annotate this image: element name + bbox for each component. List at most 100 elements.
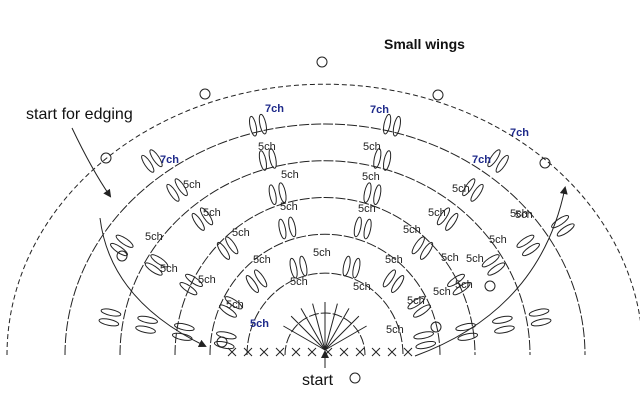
five-chain-label: 5ch — [232, 227, 250, 239]
right-direction-arrow — [414, 186, 568, 357]
cluster-stitch — [447, 273, 471, 296]
picot-stitch — [349, 372, 361, 384]
center-fan-stitch — [324, 315, 360, 351]
cluster-stitch — [179, 273, 203, 296]
cluster-leaf — [392, 115, 401, 137]
cluster-leaf — [254, 269, 268, 288]
cluster-leaf — [258, 113, 267, 135]
five-chain-label: 5ch — [433, 286, 451, 298]
start-label: start — [302, 372, 334, 389]
chain-row-arc — [64, 123, 586, 356]
cluster-stitch — [216, 236, 239, 260]
chain-row-arc — [246, 272, 404, 356]
cluster-stitch — [110, 234, 134, 257]
five-chain-label: 5ch — [353, 281, 371, 293]
cluster-leaf — [413, 331, 434, 340]
five-chain-label: 5ch — [363, 141, 381, 153]
center-fan-stitch — [283, 325, 326, 351]
cluster-stitch — [481, 254, 506, 276]
cluster-leaf — [445, 212, 459, 231]
center-fan-stitch — [300, 308, 326, 351]
cluster-stitch — [289, 255, 308, 279]
start-for-edging-label: start for edging — [26, 106, 133, 123]
single-crochet-stitch — [387, 347, 397, 357]
picot-stitch — [216, 336, 228, 348]
cluster-leaf — [516, 234, 535, 248]
cluster-leaf — [268, 184, 277, 206]
cluster-leaf — [487, 262, 506, 276]
cluster-leaf — [268, 148, 277, 169]
picot-stitch — [100, 152, 112, 164]
five-chain-label: 5ch — [183, 179, 201, 191]
cluster-leaf — [110, 242, 128, 257]
cluster-leaf — [179, 282, 198, 296]
cluster-stitch — [455, 322, 479, 341]
cluster-leaf — [373, 148, 382, 169]
cluster-leaf — [492, 315, 513, 324]
cluster-stitch — [373, 148, 392, 171]
cluster-stitch — [342, 255, 361, 279]
cluster-leaf — [299, 255, 308, 277]
center-fan-stitch — [324, 308, 350, 351]
five-chain-label: 5ch — [198, 274, 216, 286]
cluster-leaf — [144, 262, 163, 276]
cluster-stitch — [219, 296, 243, 318]
cluster-stitch — [413, 331, 437, 350]
cluster-leaf — [530, 318, 552, 327]
cluster-leaf — [487, 149, 501, 168]
five-chain-label: 5ch — [253, 254, 271, 266]
cluster-stitch — [436, 207, 459, 231]
five-chain-label: 5ch — [250, 318, 269, 330]
cluster-stitch — [258, 148, 277, 171]
cluster-stitch — [411, 236, 434, 260]
single-crochet-stitch — [339, 347, 349, 357]
cluster-stitch — [249, 113, 267, 137]
five-chain-label: 5ch — [489, 234, 507, 246]
five-chain-label: 5ch — [510, 208, 528, 220]
five-chain-label: 5ch — [403, 224, 421, 236]
center-fan-stitch — [324, 325, 367, 351]
cluster-leaf — [413, 304, 431, 318]
cluster-leaf — [249, 115, 258, 137]
center-fan-stitch — [324, 303, 338, 351]
cluster-stitch — [516, 234, 540, 257]
seven-chain-label: 7ch — [510, 127, 529, 139]
seven-chain-label: 7ch — [472, 154, 491, 166]
cluster-leaf — [436, 207, 451, 226]
five-chain-label: 5ch — [385, 254, 403, 266]
cluster-leaf — [174, 322, 195, 332]
picot-stitch — [484, 280, 496, 292]
cluster-stitch — [407, 296, 431, 318]
cluster-stitch — [278, 216, 297, 240]
five-chain-label: 5ch — [452, 183, 470, 195]
cluster-leaf — [185, 273, 203, 287]
five-chain-label: 5ch — [358, 203, 376, 215]
cluster-leaf — [415, 340, 437, 350]
five-chain-label: 5ch — [386, 324, 404, 336]
center-fan-stitch — [290, 315, 326, 351]
cluster-leaf — [353, 216, 362, 238]
cluster-leaf — [171, 332, 193, 341]
cluster-stitch — [487, 149, 509, 173]
cluster-leaf — [225, 236, 239, 255]
five-chain-label: 5ch — [428, 207, 446, 219]
five-chain-label: 5ch — [455, 279, 473, 291]
edging-arrow — [71, 127, 112, 198]
cluster-leaf — [495, 154, 509, 173]
cluster-leaf — [98, 318, 120, 327]
cluster-leaf — [447, 273, 465, 287]
cluster-leaf — [100, 308, 122, 317]
cluster-leaf — [462, 178, 476, 197]
cluster-leaf — [278, 182, 287, 203]
five-chain-label: 5ch — [280, 201, 298, 213]
cluster-leaf — [288, 216, 297, 238]
cluster-leaf — [278, 218, 287, 240]
chain-row-arc — [119, 160, 531, 356]
cluster-leaf — [528, 308, 550, 317]
cluster-leaf — [258, 150, 268, 171]
five-chain-label: 5ch — [281, 169, 299, 181]
cluster-leaf — [191, 212, 205, 231]
cluster-stitch — [353, 216, 372, 240]
five-chain-label: 5ch — [258, 141, 276, 153]
